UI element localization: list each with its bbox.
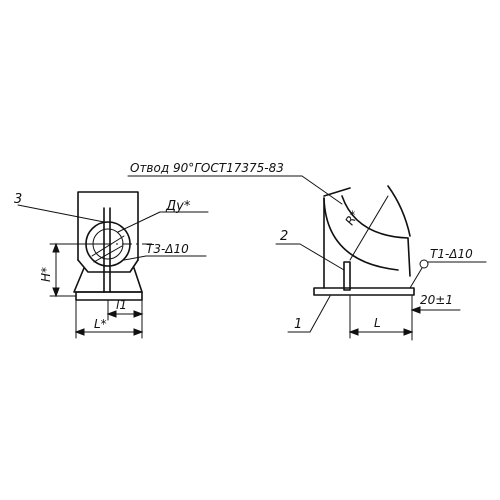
leader-part3 [17, 204, 105, 223]
side-base-plate [313, 287, 415, 296]
label-dn: Ду* [165, 199, 191, 214]
label-part2: 2 [280, 229, 288, 244]
front-support [73, 259, 143, 293]
label-part1: 1 [294, 317, 302, 332]
l-arrow-left [348, 328, 359, 336]
elbow-outer-edge [387, 185, 411, 277]
front-base-plate [75, 291, 143, 301]
leader-elbow-spec [301, 175, 343, 205]
elbow-outer-arc [323, 197, 399, 271]
label-height: Н* [39, 267, 53, 282]
label-length: L [374, 316, 381, 330]
offset-arrow [410, 306, 421, 314]
lstar-arrow-left [74, 328, 85, 336]
leader-dn [117, 211, 161, 233]
leader-part2 [299, 243, 345, 271]
l1-arrow-left [106, 310, 117, 318]
label-weld-side: Т1-Δ10 [430, 247, 473, 261]
side-view: R* Отвод 90°ГОСТ17375-83 2 1 Т1-Δ10 20±1 [127, 161, 487, 341]
radius-line [349, 195, 389, 261]
label-weld-front: Т3-Δ10 [146, 242, 189, 256]
elbow-inner-arc [341, 195, 409, 239]
label-l1: l1 [116, 298, 127, 312]
weld-circle [419, 259, 429, 269]
part3-plate [103, 207, 111, 293]
h-arrow-bottom [52, 287, 60, 298]
label-offset: 20±1 [420, 293, 453, 307]
label-length-star: L* [94, 317, 107, 331]
lstar-arrow-right [133, 328, 144, 336]
label-elbow-spec: Отвод 90°ГОСТ17375-83 [130, 161, 284, 175]
part2-plate [343, 261, 351, 291]
label-radius: R* [342, 208, 361, 227]
leader-part1 [309, 295, 331, 333]
front-hatch [91, 235, 125, 263]
l-arrow-right [403, 328, 414, 336]
leader-weld-front [123, 255, 147, 261]
label-part3: 3 [14, 192, 22, 207]
front-view: 3 Ду* Т3-Δ10 Н* L* l1 [14, 191, 209, 339]
l1-arrow-right [133, 310, 144, 318]
front-pipe-outline [77, 191, 139, 261]
elbow-top-end [323, 187, 351, 197]
leader-weld-side [409, 267, 423, 289]
h-arrow-top [52, 242, 60, 253]
